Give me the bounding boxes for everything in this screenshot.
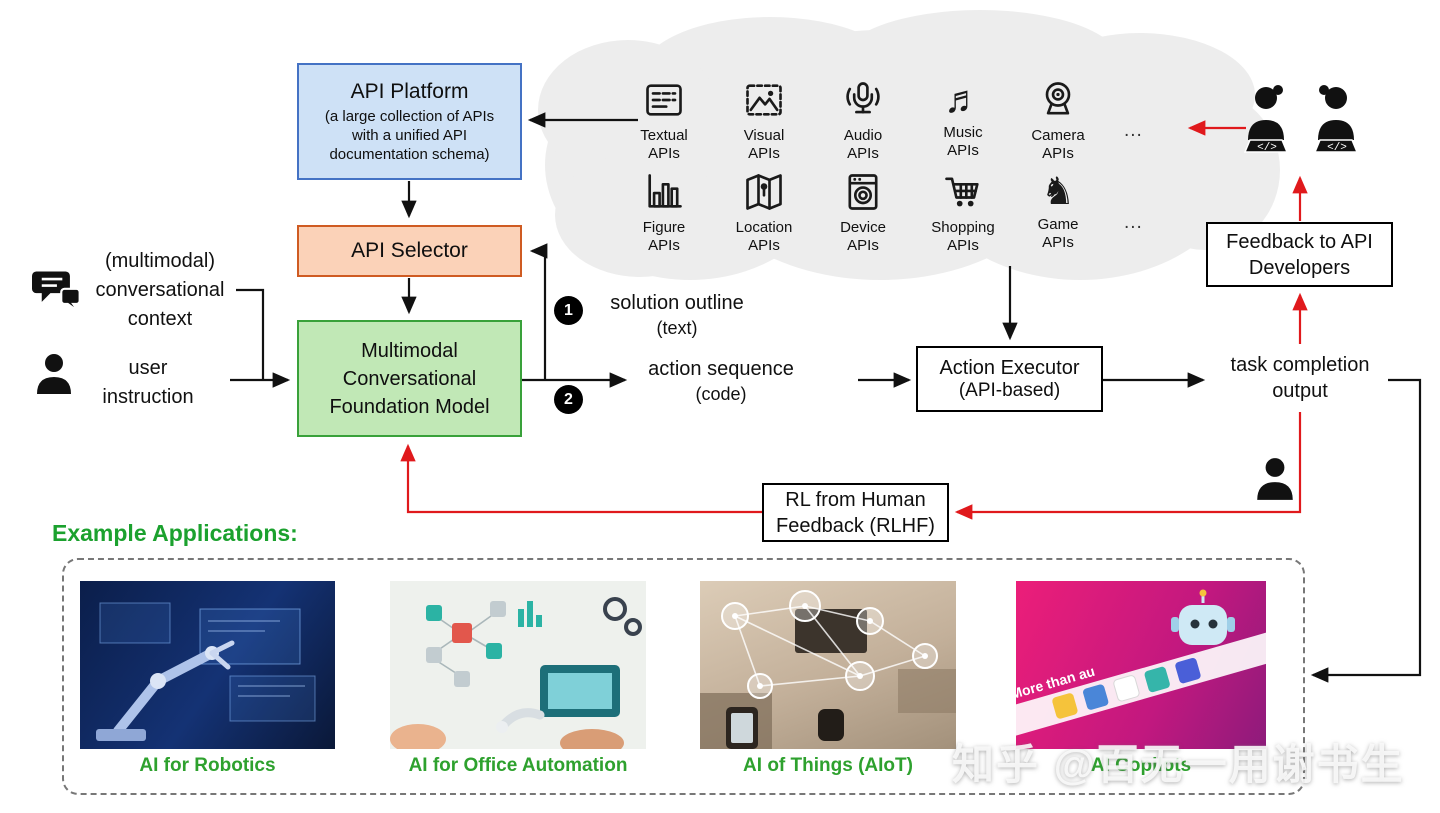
- rlhf-box: RL from Human Feedback (RLHF): [762, 483, 949, 542]
- api-developers-icons: </> </>: [1240, 82, 1378, 182]
- example-image-robotics: [80, 581, 335, 749]
- api-platform-box: API Platform (a large collection of APIs…: [297, 63, 522, 180]
- picture-icon: [742, 78, 786, 124]
- example-caption-copilots: AI Copilots: [1090, 755, 1192, 776]
- developer-icon-right: </>: [1313, 85, 1359, 154]
- zhihu-watermark: 知乎 @百无一用谢书生: [952, 741, 1405, 788]
- microphone-icon: [841, 78, 885, 124]
- svg-text:</>: </>: [1327, 142, 1347, 154]
- api-selector-box: API Selector: [297, 225, 522, 277]
- feedback-to-api-developers-box: Feedback to API Developers: [1206, 222, 1393, 287]
- example-image-office-automation: [390, 581, 646, 749]
- more-apis-ellipsis-row1: ...: [1124, 120, 1143, 141]
- appliance-icon: [841, 170, 885, 216]
- solution-outline-label: solution outline (text): [610, 292, 744, 338]
- developer-icon-left: </>: [1243, 85, 1289, 154]
- example-caption-office-automation: AI for Office Automation: [408, 755, 628, 776]
- example-caption-robotics: AI for Robotics: [139, 755, 276, 776]
- api-selector-title: API Selector: [351, 239, 468, 262]
- shopping-cart-icon: [941, 170, 985, 216]
- chess-knight-icon: ♞: [1040, 171, 1076, 213]
- robot-head-illustration: [1171, 589, 1235, 645]
- api-platform-title: API Platform: [350, 79, 469, 103]
- step-2-badge: 2: [554, 385, 583, 414]
- task-completion-label: task completion output: [1230, 354, 1370, 402]
- bar-chart-icon: [642, 170, 686, 216]
- svg-text:</>: </>: [1257, 142, 1277, 154]
- user-icon: [32, 352, 76, 401]
- action-executor-box: Action Executor (API-based): [916, 346, 1103, 412]
- user-instruction-label: user instruction: [102, 357, 194, 408]
- map-pin-icon: [742, 170, 786, 216]
- human-feedback-user-icon: [1252, 456, 1298, 507]
- conversational-context-label: (multimodal) conversational context: [95, 250, 225, 330]
- foundation-model-box: Multimodal Conversational Foundation Mod…: [297, 320, 522, 437]
- music-notes-icon: ♬: [944, 79, 982, 121]
- example-image-aiot: [700, 581, 956, 749]
- example-image-copilots: More than au: [1016, 581, 1266, 749]
- step-1-badge: 1: [554, 296, 583, 325]
- chat-bubbles-icon: [32, 268, 84, 319]
- document-text-icon: [642, 78, 686, 124]
- example-caption-aiot: AI of Things (AIoT): [743, 755, 913, 776]
- more-apis-ellipsis-row2: ...: [1124, 212, 1143, 233]
- example-applications-heading: Example Applications:: [52, 520, 298, 546]
- action-sequence-label: action sequence (code): [648, 358, 794, 404]
- webcam-icon: [1036, 78, 1080, 124]
